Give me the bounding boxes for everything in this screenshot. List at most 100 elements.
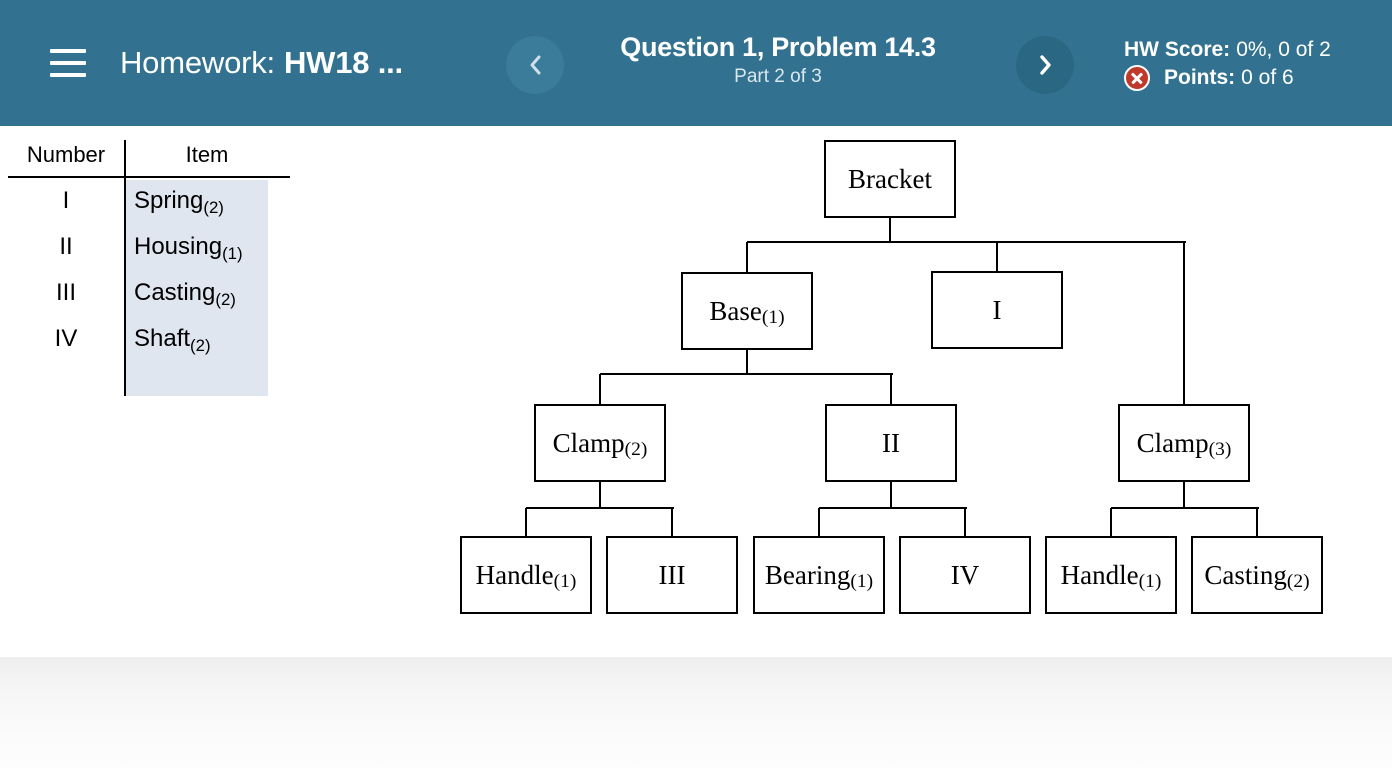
table-row: IV Shaft(2) xyxy=(8,316,290,362)
legend-item: Housing(1) xyxy=(124,224,290,270)
tree-node-handle1b[interactable]: Handle(1) xyxy=(1045,536,1177,614)
tree-edge-vertical xyxy=(1110,508,1112,536)
homework-title: Homework:HW18 ... xyxy=(120,45,403,81)
question-part: Part 2 of 3 xyxy=(734,66,822,87)
tree-node-bearing1[interactable]: Bearing(1) xyxy=(753,536,885,614)
question-title: Question 1, Problem 14.3 xyxy=(620,32,936,62)
tree-node-label: Clamp xyxy=(552,427,625,458)
legend-header-row: Number Item xyxy=(8,140,290,178)
tree-node-qty: (1) xyxy=(850,570,874,592)
tree-edge-vertical xyxy=(996,242,998,271)
hamburger-bar xyxy=(50,73,86,77)
legend-table: Number Item I Spring(2) II Housing(1) II… xyxy=(8,140,290,396)
tree-edge-vertical xyxy=(599,482,601,508)
next-question-button[interactable] xyxy=(1016,36,1074,94)
tree-edge-vertical xyxy=(964,508,966,536)
legend-item: Spring(2) xyxy=(124,177,290,224)
tree-node-romanIII[interactable]: III xyxy=(606,536,738,614)
chevron-left-icon xyxy=(530,55,541,75)
legend-item: Casting(2) xyxy=(124,270,290,316)
tree-edge-vertical xyxy=(1256,508,1258,536)
tree-node-label: Clamp xyxy=(1136,427,1209,458)
tree-node-label: II xyxy=(882,427,900,458)
tree-edge-horizontal xyxy=(819,507,967,509)
tree-node-label: Bearing xyxy=(764,559,851,590)
legend-header-number: Number xyxy=(8,140,124,178)
tree-node-label: IV xyxy=(950,559,980,590)
tree-node-label: I xyxy=(992,294,1002,325)
legend-column-divider xyxy=(124,140,126,396)
table-row: III Casting(2) xyxy=(8,270,290,316)
tree-node-qty: (1) xyxy=(761,306,785,328)
error-x-icon xyxy=(1124,65,1150,91)
tree-node-romanI[interactable]: I xyxy=(931,271,1063,349)
legend-item-name: Housing xyxy=(134,233,223,260)
tree-edge-horizontal xyxy=(1111,507,1259,509)
tree-node-clamp2[interactable]: Clamp(2) xyxy=(534,404,666,482)
homework-value: HW18 ... xyxy=(283,45,403,80)
tree-edge-vertical xyxy=(671,508,673,536)
tree-node-label: III xyxy=(658,559,686,590)
tree-node-label: Bracket xyxy=(848,163,932,194)
points-value: 0 of 6 xyxy=(1241,66,1294,89)
homework-label: Homework: xyxy=(120,45,275,80)
tree-edge-vertical xyxy=(1183,482,1185,508)
legend-body: I Spring(2) II Housing(1) III Casting(2)… xyxy=(8,177,290,362)
tree-node-qty: (2) xyxy=(1286,570,1310,592)
table-row: II Housing(1) xyxy=(8,224,290,270)
legend-header-item: Item xyxy=(124,140,290,178)
tree-edge-horizontal xyxy=(526,507,674,509)
legend-item-qty: (2) xyxy=(190,336,211,356)
tree-edge-vertical xyxy=(890,482,892,508)
tree-node-romanII[interactable]: II xyxy=(825,404,957,482)
tree-edge-horizontal xyxy=(600,373,893,375)
tree-edge-vertical xyxy=(525,508,527,536)
hw-score-label: HW Score: xyxy=(1124,38,1231,61)
tree-edge-horizontal xyxy=(747,241,1186,243)
hw-score-line: HW Score: 0%, 0 of 2 xyxy=(1124,36,1331,64)
tree-node-qty: (3) xyxy=(1208,438,1232,460)
hamburger-bar xyxy=(50,49,86,53)
legend-item-qty: (2) xyxy=(215,290,236,310)
hw-score-value: 0%, 0 of 2 xyxy=(1236,38,1331,61)
tree-node-qty: (2) xyxy=(624,438,648,460)
tree-edge-vertical xyxy=(746,242,748,272)
legend-grid: Number Item I Spring(2) II Housing(1) II… xyxy=(8,140,290,362)
prev-question-button[interactable] xyxy=(506,36,564,94)
tree-node-base[interactable]: Base(1) xyxy=(681,272,813,350)
tree-node-casting2[interactable]: Casting(2) xyxy=(1191,536,1323,614)
problem-footer: Help me solve this Video Get more help C… xyxy=(0,657,1392,768)
legend-item-name: Shaft xyxy=(134,325,191,352)
tree-edge-vertical xyxy=(746,350,748,374)
tree-node-label: Base xyxy=(709,295,762,326)
points-line: Points: 0 of 6 xyxy=(1124,64,1331,92)
chevron-right-icon xyxy=(1040,55,1051,75)
table-row: I Spring(2) xyxy=(8,177,290,224)
tree-node-label: Handle xyxy=(475,559,554,590)
tree-node-bracket[interactable]: Bracket xyxy=(824,140,956,218)
legend-item: Shaft(2) xyxy=(124,316,290,362)
tree-node-handle1a[interactable]: Handle(1) xyxy=(460,536,592,614)
legend-item-name: Spring xyxy=(134,187,204,214)
tree-node-qty: (1) xyxy=(1138,570,1162,592)
score-summary: HW Score: 0%, 0 of 2 Points: 0 of 6 xyxy=(1124,36,1331,92)
tree-node-clamp3[interactable]: Clamp(3) xyxy=(1118,404,1250,482)
problem-content: Number Item I Spring(2) II Housing(1) II… xyxy=(0,126,1392,657)
legend-number: IV xyxy=(54,325,78,352)
legend-number: I xyxy=(62,187,70,214)
tree-node-qty: (1) xyxy=(553,570,577,592)
tree-node-romanIV[interactable]: IV xyxy=(899,536,1031,614)
tree-edge-vertical xyxy=(890,374,892,404)
tree-edge-vertical xyxy=(818,508,820,536)
hamburger-menu-icon[interactable] xyxy=(50,49,86,79)
points-label: Points: xyxy=(1164,66,1236,89)
legend-item-qty: (2) xyxy=(203,198,224,218)
legend-number: II xyxy=(59,233,73,260)
legend-number: III xyxy=(55,279,76,306)
question-heading: Question 1, Problem 14.3 Part 2 of 3 xyxy=(596,30,960,90)
tree-edge-vertical xyxy=(599,374,601,404)
tree-edge-vertical xyxy=(889,218,891,242)
tree-node-label: Casting xyxy=(1204,559,1287,590)
